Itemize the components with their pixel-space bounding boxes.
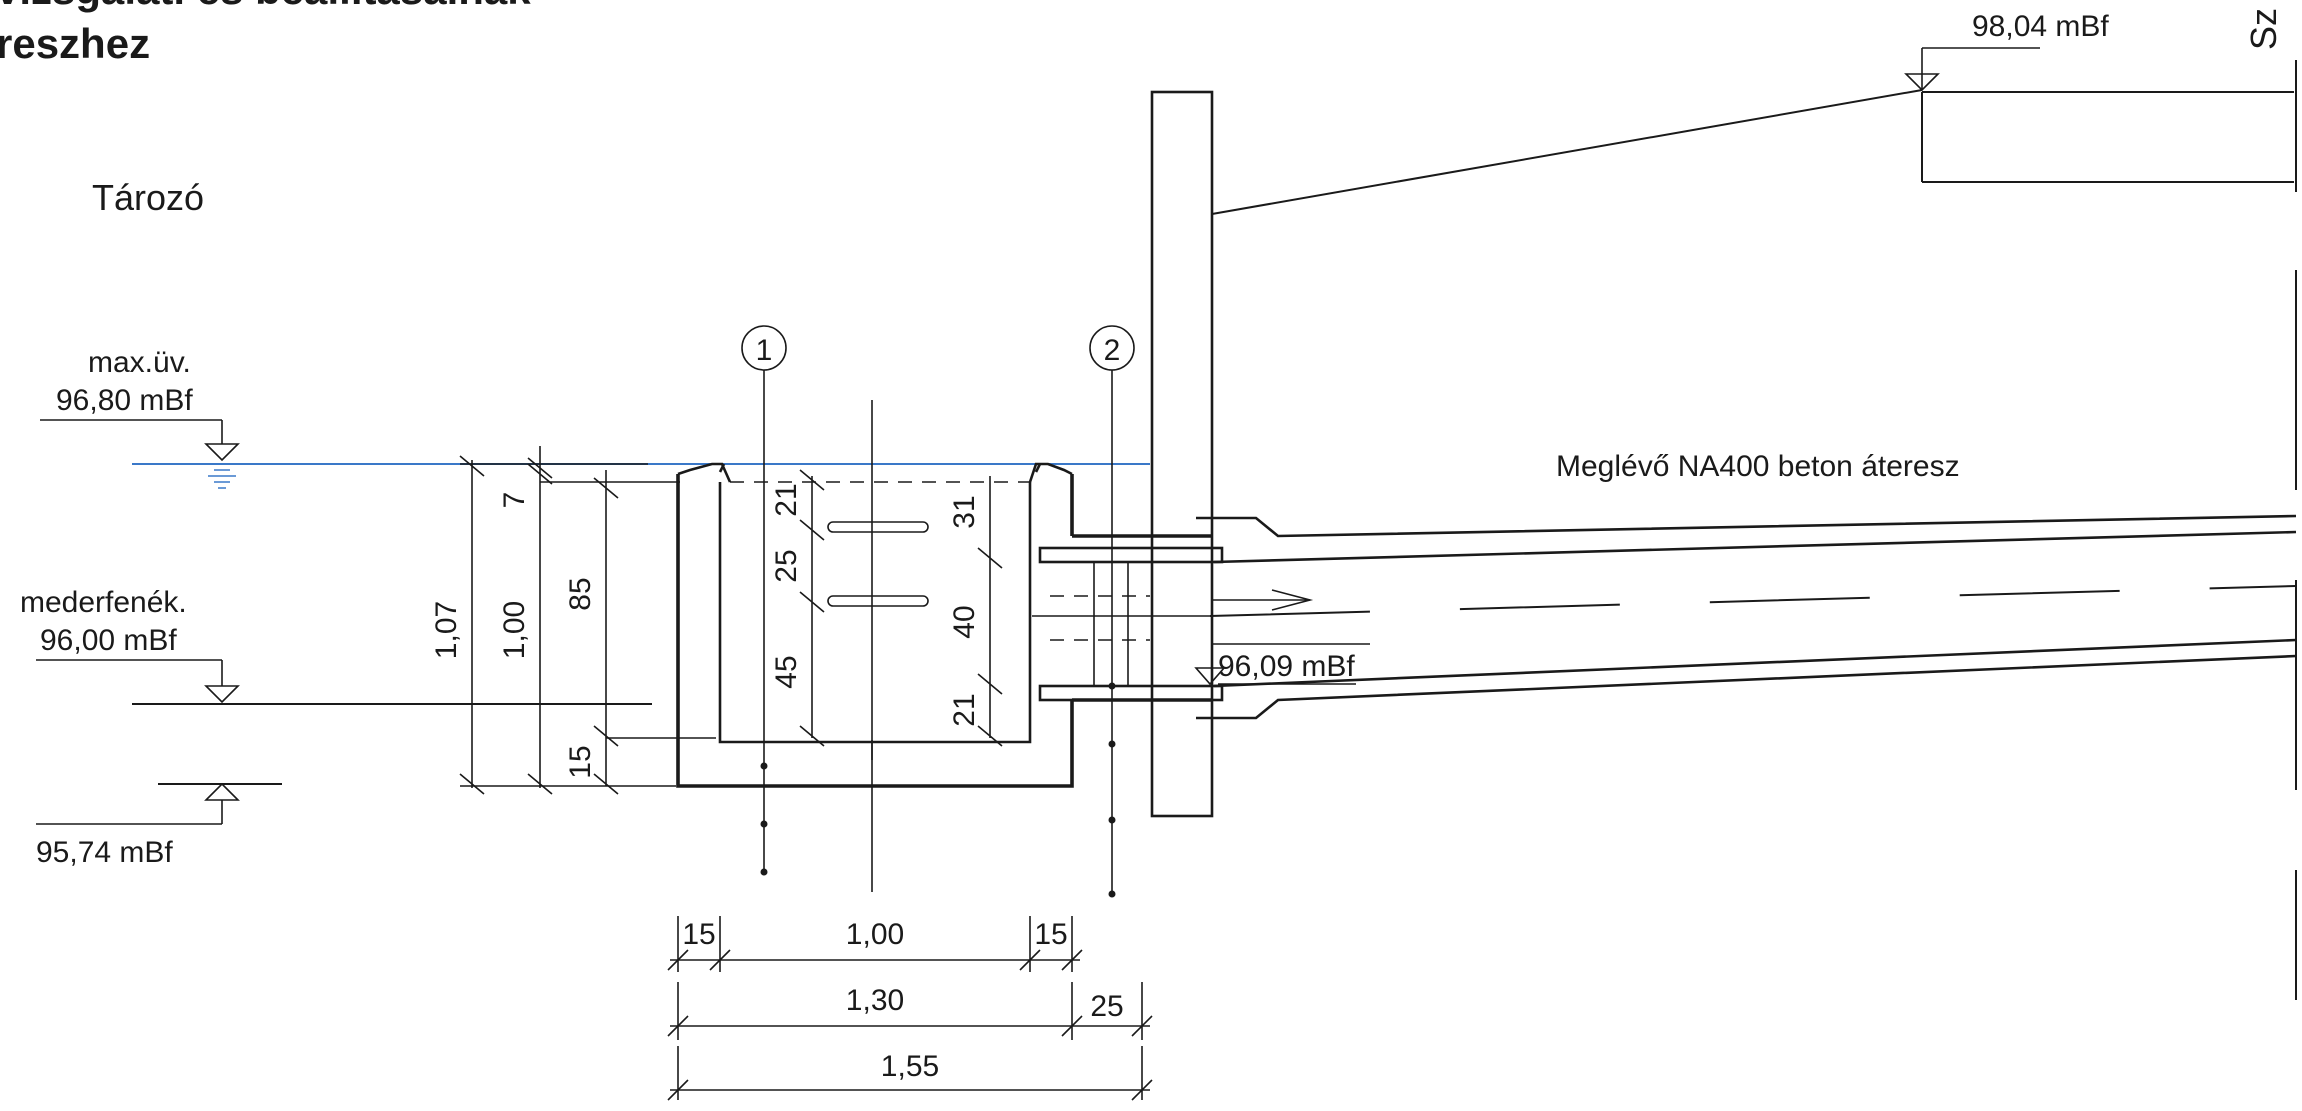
right-border: Sz [2243,8,2297,1000]
embankment-wall [1150,90,1214,818]
dim-wall-left: 15 [682,918,715,951]
section-marker-2-label: 2 [1104,334,1121,367]
max-level-name: max.üv. [88,346,191,379]
level-triangle-icon-up [204,782,240,801]
vertical-dimensions-left: 1,07 1,00 7 85 15 [430,446,716,795]
bottom-level: 95,74 mBf [36,782,282,869]
top-right-level: 98,04 mBf [1211,10,2294,215]
section-marker-1-label: 1 [756,334,773,367]
title-line-1: vizsgálati és beállításainak [0,0,531,13]
dim-stop-top: 21 [770,483,803,516]
dim-total-height: 1,07 [430,601,463,659]
dim-stop-bottom: 45 [770,655,803,688]
culvert-pipe: 96,09 mBf Meglévő NA400 beton áteresz [1032,450,2297,720]
dim-inner-height: 1,00 [498,601,531,659]
drawing-title: vizsgálati és beállításainak reszhez [0,0,531,67]
level-triangle-icon [1194,667,1226,686]
dim-wall-right: 15 [1034,918,1067,951]
dim-pipe-top: 31 [948,495,981,528]
max-level-value: 96,80 mBf [56,384,193,417]
section-marker-2: 2 [1089,325,1135,898]
max-water-level: max.üv. 96,80 mBf [40,346,1150,489]
top-right-level-value: 98,04 mBf [1972,10,2109,43]
level-triangle-icon [204,685,240,704]
bed-level: mederfenék. 96,00 mBf [20,586,652,705]
dim-inner-width: 1,00 [846,918,904,951]
bed-level-name: mederfenék. [20,586,187,619]
reservoir-label: Tározó [92,177,204,218]
side-text: Sz [2243,8,2284,50]
flow-arrow-icon [1271,589,1314,611]
dim-total-width: 1,55 [881,1050,939,1083]
dim-stop-gap: 25 [770,549,803,582]
dim-wall-height: 85 [564,577,597,610]
culvert-name: Meglévő NA400 beton áteresz [1556,450,1960,483]
dim-pipe-bottom: 21 [948,693,981,726]
dim-box-width: 1,30 [846,984,904,1017]
section-marker-1: 1 [741,325,787,876]
dim-pipe: 40 [948,605,981,638]
bed-level-value: 96,00 mBf [40,624,177,657]
culvert-level-value: 96,09 mBf [1218,650,1355,683]
dim-bottom-slab: 15 [564,745,597,778]
dim-top-offset: 7 [498,492,531,509]
bottom-level-value: 95,74 mBf [36,836,173,869]
water-symbol-icon [208,469,236,489]
dim-plate: 25 [1090,990,1123,1023]
outflow-box: 21 25 45 31 40 21 [676,400,1074,892]
horizontal-dimensions: 15 1,00 15 1,30 25 1,55 [667,916,1153,1101]
level-triangle-icon [204,443,240,462]
title-line-2: reszhez [0,20,150,67]
